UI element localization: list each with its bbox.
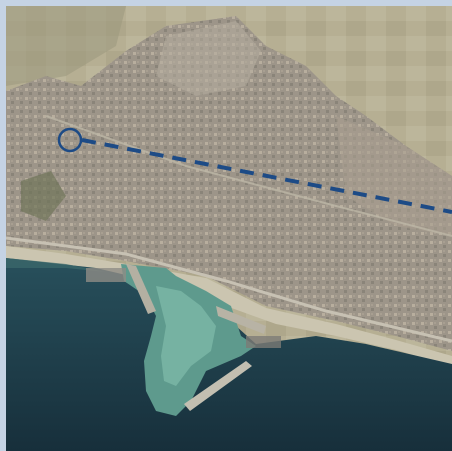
urban-area [6,16,452,351]
circle-marker-icon[interactable] [57,127,83,153]
harbor-basin [156,286,216,386]
park-area [21,171,66,221]
farmland-dark-patch [6,6,126,86]
breakwater-end [184,361,252,411]
route-line [81,138,452,214]
suburban-area [156,21,261,96]
port-warehouses [86,268,126,282]
pier [126,264,156,314]
satellite-map[interactable] [6,6,452,451]
shallow-water [6,258,106,272]
main-road [6,236,452,343]
port-warehouses [246,336,281,348]
secondary-road [45,115,452,237]
pier [216,306,266,334]
